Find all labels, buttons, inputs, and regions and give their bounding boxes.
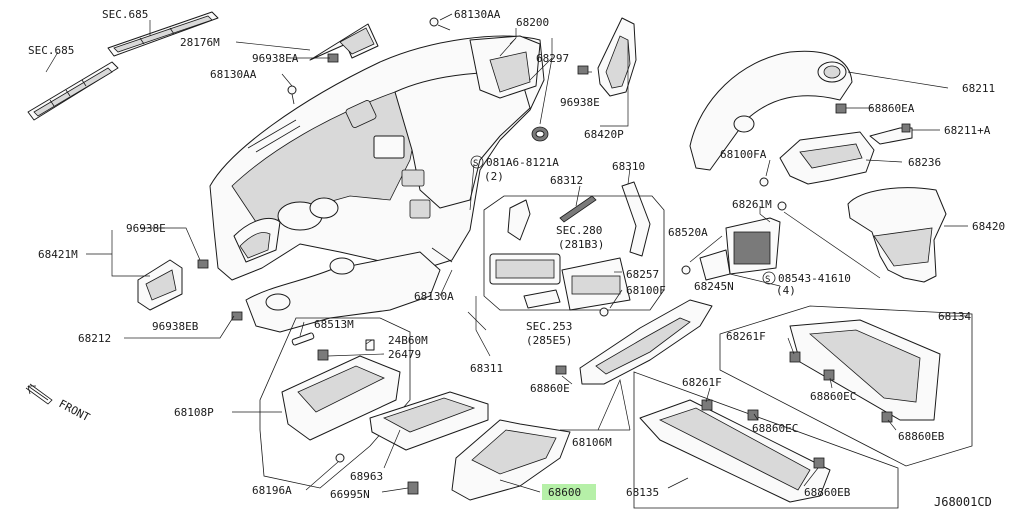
label-68261m: 68261M [732, 198, 772, 211]
instrument-panel-68200 [209, 35, 545, 281]
label-68600: 68600 [548, 486, 581, 499]
label-68860e: 68860E [530, 382, 570, 395]
display-68261m [681, 201, 787, 281]
bolt-symbol-081a6 [470, 155, 484, 169]
diagram-code: J68001CD [934, 495, 992, 509]
labels: SEC.685 SEC.685 28176M 96938EA 68130AA 6… [28, 8, 1005, 509]
defroster-grille-right [107, 11, 219, 57]
label-96938e-b: 96938E [126, 222, 166, 235]
label-front: FRONT [57, 397, 93, 424]
label-08543: 08543-41610 [778, 272, 851, 285]
label-68520a: 68520A [668, 226, 708, 239]
label-26479: 26479 [388, 348, 421, 361]
vent-68297 [531, 126, 549, 142]
label-68130aa-left: 68130AA [210, 68, 257, 81]
label-68134: 68134 [938, 310, 971, 323]
label-68420: 68420 [972, 220, 1005, 233]
label-68130aa-top: 68130AA [454, 8, 501, 21]
bolt-symbol-letter-a: S [473, 159, 478, 169]
label-66995n: 66995N [330, 488, 370, 501]
side-panel-68135 [633, 371, 899, 509]
label-sec685-b: SEC.685 [28, 44, 74, 57]
leader-lines [45, 13, 968, 493]
label-68196a: 68196A [252, 484, 292, 497]
bolt-symbol-08543 [762, 271, 776, 285]
bolt-symbol-letter-b: S [765, 275, 770, 285]
label-68108p: 68108P [174, 406, 214, 419]
label-68261f-b: 68261F [682, 376, 722, 389]
glovebox-lid-68600 [451, 419, 571, 501]
label-68100fa: 68100FA [720, 148, 767, 161]
label-68135: 68135 [626, 486, 659, 499]
side-panel-68134 [719, 305, 973, 467]
label-24b60m: 24B60M [388, 334, 428, 347]
label-68421m: 68421M [38, 248, 78, 261]
finisher-68211a [869, 123, 913, 145]
cluster-lid-68420p [577, 17, 637, 97]
front-arrow-icon [25, 383, 53, 405]
label-68963: 68963 [350, 470, 383, 483]
label-28176m: 28176M [180, 36, 220, 49]
label-68860ec-b: 68860EC [752, 422, 798, 435]
label-sec280: SEC.280 [556, 224, 602, 237]
label-96938e-a: 96938E [560, 96, 600, 109]
label-68100f: 68100F [626, 284, 666, 297]
label-68860ea: 68860EA [868, 102, 915, 115]
screw-68130aa-top [429, 17, 451, 31]
screw-68130aa-left [287, 85, 297, 105]
bracket-68236 [759, 131, 875, 187]
label-sec253-sub: (285E5) [526, 334, 572, 347]
label-68513m: 68513M [314, 318, 354, 331]
label-68211: 68211 [962, 82, 995, 95]
speaker-grille-28176m [309, 23, 379, 61]
label-68245n: 68245N [694, 280, 734, 293]
strip-68312 [559, 195, 597, 223]
label-081a6: 081A6-8121A [486, 156, 559, 169]
label-68212: 68212 [78, 332, 111, 345]
label-68200: 68200 [516, 16, 549, 29]
label-68257: 68257 [626, 268, 659, 281]
label-68211a: 68211+A [944, 124, 991, 137]
highlight-68600 [542, 484, 596, 500]
glovebox-inner-68963 [369, 391, 489, 495]
label-sec685-a: SEC.685 [102, 8, 148, 21]
defroster-grille-left [27, 61, 119, 121]
meter-hood-68420 [847, 187, 947, 283]
finisher-68211 [689, 50, 853, 171]
label-sec280-sub: (281B3) [558, 238, 604, 251]
label-081a6-qty: (2) [484, 170, 504, 183]
label-68106m: 68106M [572, 436, 612, 449]
label-68236: 68236 [908, 156, 941, 169]
console-bracket-68106m [555, 299, 713, 431]
label-08543-qty: (4) [776, 284, 796, 297]
label-96938eb: 96938EB [152, 320, 199, 333]
finisher-68421m [137, 259, 209, 311]
label-68261f-a: 68261F [726, 330, 766, 343]
label-68860eb-a: 68860EB [898, 430, 945, 443]
label-68130a: 68130A [414, 290, 454, 303]
label-68311: 68311 [470, 362, 503, 375]
label-68420p: 68420P [584, 128, 624, 141]
glovebox-frame-68108p [259, 317, 411, 489]
label-68312: 68312 [550, 174, 583, 187]
label-68860eb-b: 68860EB [804, 486, 851, 499]
label-68310: 68310 [612, 160, 645, 173]
label-68860ec-a: 68860EC [810, 390, 856, 403]
lower-panel-68212 [231, 251, 441, 333]
label-sec253: SEC.253 [526, 320, 572, 333]
label-96938ea: 96938EA [252, 52, 299, 65]
center-stack-assembly [483, 195, 665, 317]
strip-68310 [621, 181, 651, 257]
label-68297: 68297 [536, 52, 569, 65]
